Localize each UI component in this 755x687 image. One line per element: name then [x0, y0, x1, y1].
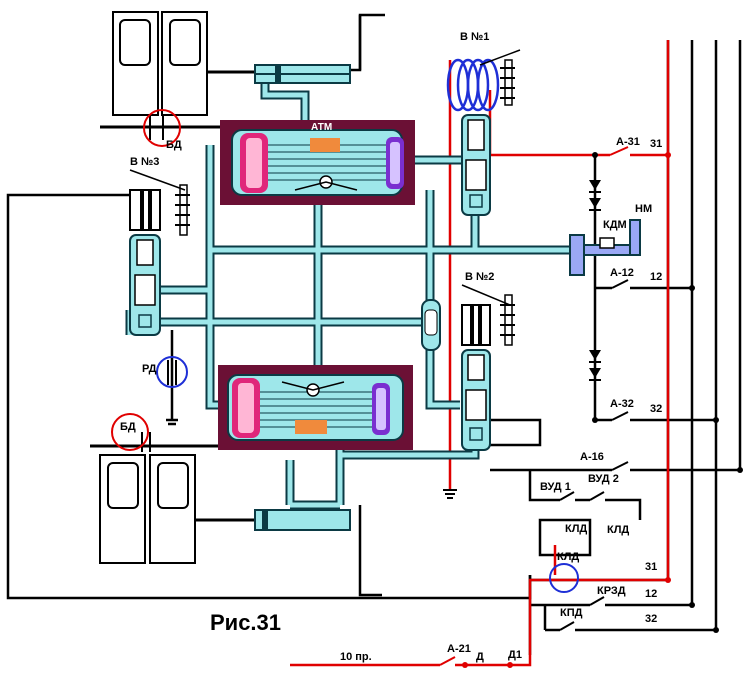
label-bd-top: БД — [166, 139, 182, 151]
label-n12b: 12 — [645, 588, 657, 600]
label-a31: А-31 — [616, 136, 640, 148]
top-door-leaves — [100, 11, 220, 140]
label-bd-bottom: БД — [120, 421, 136, 433]
label-10pr: 10 пр. — [340, 651, 372, 663]
top-actuator-cylinder — [254, 64, 351, 84]
live-wiring — [290, 40, 670, 667]
label-valve1: В №1 — [460, 31, 489, 43]
label-kld3: КЛД — [557, 551, 579, 563]
label-a16: А-16 — [580, 451, 604, 463]
bottom-door-leaves — [90, 432, 220, 564]
label-valve3: В №3 — [130, 156, 159, 168]
center-filter — [421, 299, 441, 351]
label-n31a: 31 — [650, 138, 662, 150]
label-a12: А-12 — [610, 267, 634, 279]
label-kld1: КЛД — [565, 523, 587, 535]
figure-caption: Рис.31 — [210, 610, 281, 635]
label-n32a: 32 — [650, 403, 662, 415]
bd-bottom-highlight — [111, 413, 149, 451]
label-kpd: КПД — [560, 607, 583, 619]
lower-cylinder-block — [218, 365, 413, 450]
label-vud2: ВУД 2 — [588, 473, 619, 485]
label-krzd: КРЗД — [597, 585, 626, 597]
label-rd: РД — [142, 363, 157, 375]
label-a21: А-21 — [447, 643, 471, 655]
valve-2 — [461, 284, 515, 451]
valve-3 — [129, 169, 190, 336]
upper-cylinder-block — [220, 120, 415, 205]
diodes — [589, 180, 601, 381]
label-atm: АТМ — [311, 122, 332, 133]
label-valve2: В №2 — [465, 271, 494, 283]
label-vud1: ВУД 1 — [540, 481, 571, 493]
label-d1: Д1 — [508, 649, 522, 661]
kld-highlight — [549, 563, 579, 593]
label-n12a: 12 — [650, 271, 662, 283]
label-n31b: 31 — [645, 561, 657, 573]
rd-pressure-switch — [156, 356, 188, 388]
label-kdm: КДМ — [603, 219, 627, 231]
label-n32b: 32 — [645, 613, 657, 625]
bd-top-highlight — [143, 109, 181, 147]
label-d: Д — [476, 651, 484, 663]
label-nm: НМ — [635, 203, 652, 215]
valve-1 — [446, 49, 521, 216]
label-kld2: КЛД — [607, 524, 629, 536]
kdm-manifold — [569, 219, 641, 276]
bottom-actuator-cylinder — [254, 509, 351, 531]
label-a32: А-32 — [610, 398, 634, 410]
